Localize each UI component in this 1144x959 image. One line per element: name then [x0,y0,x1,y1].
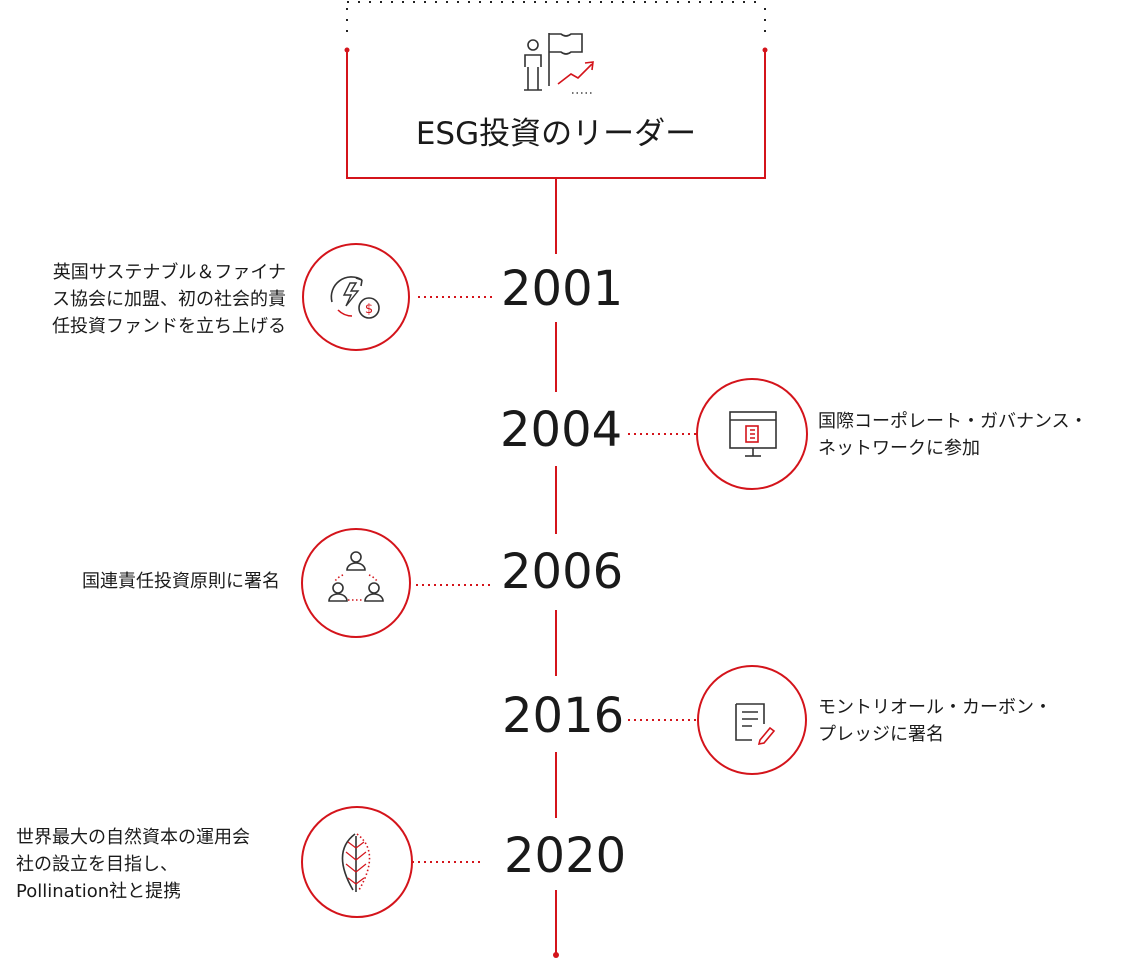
document-sign-icon [735,703,776,746]
year-label-2001: 2001 [501,261,624,317]
event-text-2001: 英国サステナブル＆ファイナ ス協会に加盟、初の社会的責 任投資ファンドを立ち上げ… [52,262,286,337]
event-text-2006: 国連責任投資原則に署名 [82,571,280,592]
event-text-2004: 国際コーポレート・ガバナンス・ ネットワークに参加 [818,411,1088,459]
event-circle-2016 [697,665,807,775]
event-text-2020: 世界最大の自然資本の運用会 社の設立を目指し、 Pollination社と提携 [16,827,250,902]
year-label-2020: 2020 [504,828,627,884]
leader-flag-growth-icon [524,33,594,94]
event-circle-2006 [301,528,411,638]
leaf-icon [341,833,371,892]
svg-text:$: $ [365,302,373,317]
year-label-2004: 2004 [500,402,623,458]
people-network-icon [328,551,384,602]
connectors [412,296,696,863]
event-circle-2001 [302,243,410,351]
year-label-2016: 2016 [502,688,625,744]
page-title: ESG投資のリーダー [415,116,697,152]
energy-money-cycle-icon: $ [330,276,380,319]
year-label-2006: 2006 [501,544,624,600]
timeline-line [553,178,559,958]
presentation-board-icon [729,411,777,457]
event-circle-2020 [301,806,413,918]
event-text-2016: モントリオール・カーボン・ プレッジに署名 [818,697,1052,745]
